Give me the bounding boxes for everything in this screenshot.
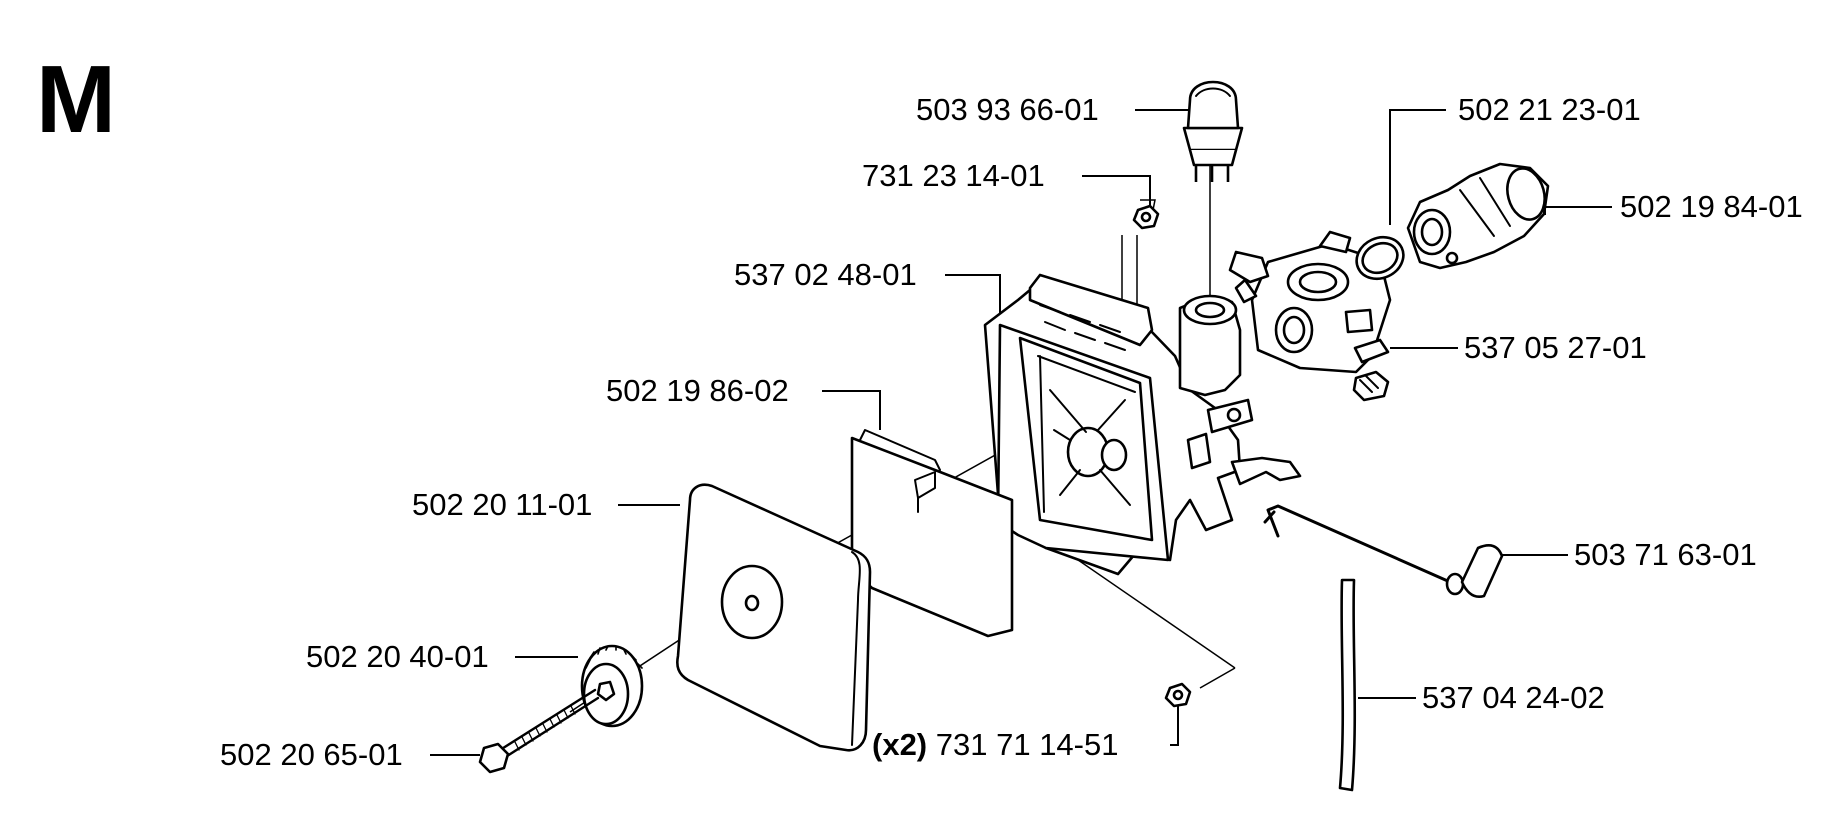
gasket-ring [1355,235,1405,281]
part-label-gasket-ring: 502 21 23-01 [1458,92,1641,127]
quantity-label: (x2) [872,727,928,762]
cover-screw [478,688,600,774]
part-label-carburetor: 537 05 27-01 [1464,330,1647,365]
filter-housing [983,273,1302,576]
cover-knob [580,644,644,728]
part-label-throttle-rod: 503 71 63-01 [1574,537,1757,572]
part-number: 731 71 14-51 [935,727,1119,762]
primer-bulb [1182,80,1244,182]
carburetor [1228,230,1392,402]
part-label-cover-screw: 502 20 65-01 [220,737,403,772]
part-label-nut-top: 731 23 14-01 [862,158,1045,193]
filter-cover [676,483,872,752]
intake-manifold [1406,162,1550,270]
part-label-filter-housing: 537 02 48-01 [734,257,917,292]
filter-insert [850,429,1014,638]
part-label-cover-knob: 502 20 40-01 [306,639,489,674]
part-label-filter-insert: 502 19 86-02 [606,373,789,408]
part-label-nut-bottom: (x2) 731 71 14-51 [872,727,1118,763]
throttle-rod [1263,504,1504,598]
part-label-primer-bulb: 503 93 66-01 [916,92,1099,127]
nut-bottom [1164,682,1192,708]
section-letter: M [36,46,116,153]
nut-top [1132,204,1160,230]
part-label-fuel-hose: 537 04 24-02 [1422,680,1605,715]
fuel-hose [1338,578,1357,792]
part-label-filter-cover: 502 20 11-01 [412,487,593,522]
part-label-intake-manifold: 502 19 84-01 [1620,189,1803,224]
